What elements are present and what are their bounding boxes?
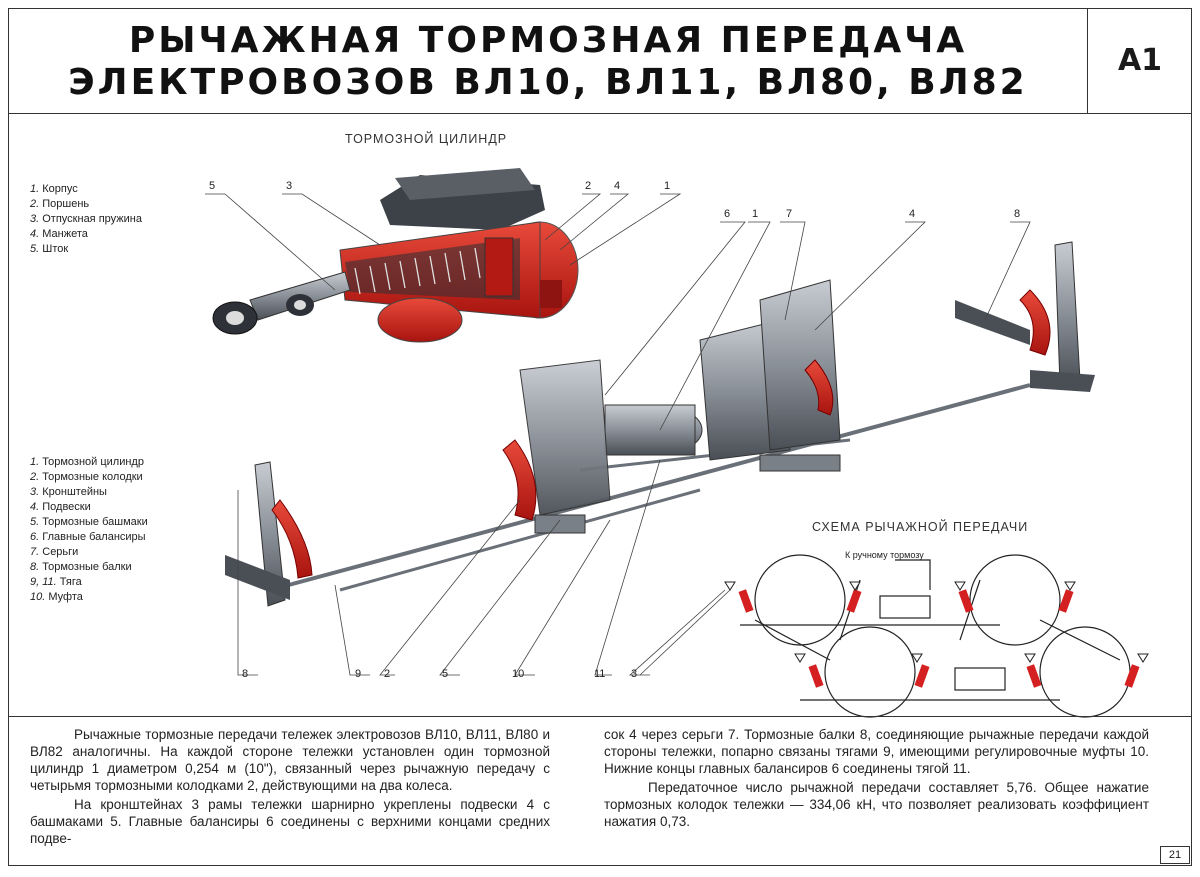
description-paragraph: Рычажные тормозные передачи тележек элек… <box>30 727 550 793</box>
description-left-column: Рычажные тормозные передачи тележек элек… <box>30 726 550 847</box>
callout-linkage-5: 5 <box>442 668 449 680</box>
poster-frame <box>8 8 1192 866</box>
linkage-legend: 1. Тормозной цилиндр 2. Тормозные колодк… <box>30 455 148 605</box>
legend-item: 4. Подвески <box>30 501 91 513</box>
scheme-caption: СХЕМА РЫЧАЖНОЙ ПЕРЕДАЧИ <box>812 520 1029 534</box>
legend-item: 7. Серьги <box>30 546 79 558</box>
callout-linkage-10: 10 <box>512 668 525 680</box>
scheme-leader-line <box>639 589 731 676</box>
description-right-column: сок 4 через серьги 7. Тормозные балки 8,… <box>604 726 1149 830</box>
cylinder-caption: ТОРМОЗНОЙ ЦИЛИНДР <box>345 132 508 146</box>
legend-item: 3. Кронштейны <box>30 486 107 498</box>
legend-item: 3. Отпускная пружина <box>30 213 142 225</box>
legend-item: 1. Тормозной цилиндр <box>30 456 144 468</box>
legend-item: 1. Корпус <box>30 183 78 195</box>
callout-linkage-6: 6 <box>724 208 731 220</box>
callout-cylinder-1: 1 <box>664 180 671 192</box>
callout-cylinder-3: 3 <box>286 180 293 192</box>
legend-item: 2. Поршень <box>30 198 90 210</box>
legend-item: 10. Муфта <box>30 591 83 603</box>
page-title-line2: ЭЛЕКТРОВОЗОВ ВЛ10, ВЛ11, ВЛ80, ВЛ82 <box>68 62 1028 103</box>
callout-linkage-7: 7 <box>786 208 793 220</box>
brake-linkage-drawing <box>225 241 1095 607</box>
callout-linkage-1: 1 <box>752 208 759 220</box>
description-paragraph: На кронштейнах 3 рамы тележки шарнирно у… <box>30 797 550 846</box>
cylinder-leader-lines <box>205 193 682 291</box>
title-box: РЫЧАЖНАЯ ТОРМОЗНАЯ ПЕРЕДАЧА ЭЛЕКТРОВОЗОВ… <box>8 8 1088 114</box>
callout-linkage-8b: 8 <box>242 668 249 680</box>
sheet-code: А1 <box>1088 8 1192 114</box>
legend-item: 5. Шток <box>30 243 69 255</box>
legend-item: 5. Тормозные башмаки <box>30 516 148 528</box>
callout-linkage-2: 2 <box>384 668 391 680</box>
legend-item: 6. Главные балансиры <box>30 531 146 543</box>
linkage-leader-lines <box>237 221 1031 676</box>
callout-cylinder-5: 5 <box>209 180 216 192</box>
legend-item: 8. Тормозные балки <box>30 561 132 573</box>
description-paragraph: Передаточное число рычажной передачи сос… <box>604 780 1149 829</box>
legend-item: 9, 11. Тяга <box>30 576 82 588</box>
legend-item: 2. Тормозные колодки <box>30 471 143 483</box>
page-number: 21 <box>1160 846 1190 864</box>
text-divider <box>8 716 1192 717</box>
hand-brake-label: К ручному тормозу <box>845 550 924 560</box>
linkage-scheme-diagram <box>740 554 1131 718</box>
brake-cylinder-drawing <box>212 168 579 343</box>
cylinder-legend: 1. Корпус 2. Поршень 3. Отпускная пружин… <box>30 182 142 257</box>
scheme-brake-shoes <box>738 589 1140 688</box>
callout-linkage-9: 9 <box>355 668 362 680</box>
callout-cylinder-2: 2 <box>585 180 592 192</box>
callout-linkage-4: 4 <box>909 208 916 220</box>
callout-linkage-8: 8 <box>1014 208 1021 220</box>
description-paragraph: сок 4 через серьги 7. Тормозные балки 8,… <box>604 727 1149 776</box>
legend-item: 4. Манжета <box>30 228 88 240</box>
callout-linkage-3: 3 <box>631 668 638 680</box>
callout-cylinder-4: 4 <box>614 180 621 192</box>
scheme-brackets <box>724 581 1149 663</box>
page-title-line1: РЫЧАЖНАЯ ТОРМОЗНАЯ ПЕРЕДАЧА <box>128 20 968 61</box>
callout-linkage-11: 11 <box>594 668 606 680</box>
